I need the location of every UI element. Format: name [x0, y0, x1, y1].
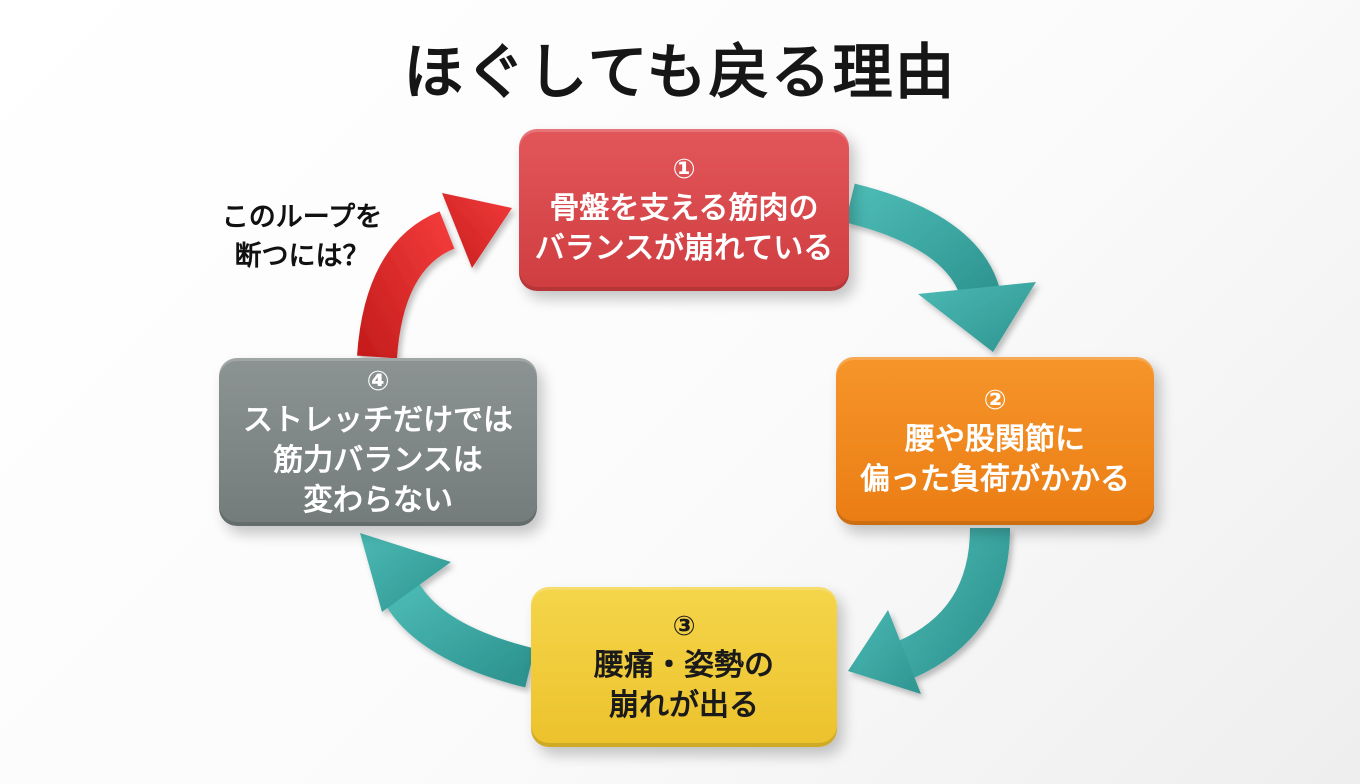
step-3-text: 腰痛・姿勢の 崩れが出る	[594, 648, 774, 723]
step-2-text: 腰や股関節に 偏った負荷がかかる	[860, 422, 1130, 497]
step-1-box: ① 骨盤を支える筋肉の バランスが崩れている	[519, 129, 849, 291]
arrow-4-to-1	[357, 193, 512, 359]
step-3-number: ③	[672, 610, 696, 642]
step-4-number: ④	[366, 365, 390, 397]
page-title: ほぐしても戻る理由	[403, 38, 957, 108]
step-2-box: ② 腰や股関節に 偏った負荷がかかる	[836, 357, 1154, 525]
step-4-text: ストレッチだけでは 筋力バランスは 変わらない	[243, 403, 513, 518]
step-3-box: ③ 腰痛・姿勢の 崩れが出る	[531, 587, 837, 747]
step-1-text: 骨盤を支える筋肉の バランスが崩れている	[534, 191, 834, 266]
step-2-number: ②	[983, 384, 1007, 416]
step-1-number: ①	[672, 153, 696, 185]
arrow-1-to-2	[845, 183, 1036, 352]
step-4-box: ④ ストレッチだけでは 筋力バランスは 変わらない	[219, 358, 537, 526]
arrow-3-to-4	[360, 533, 535, 688]
arrow-2-to-3	[848, 527, 1010, 694]
loop-question: このループを 断つには？	[221, 202, 383, 273]
